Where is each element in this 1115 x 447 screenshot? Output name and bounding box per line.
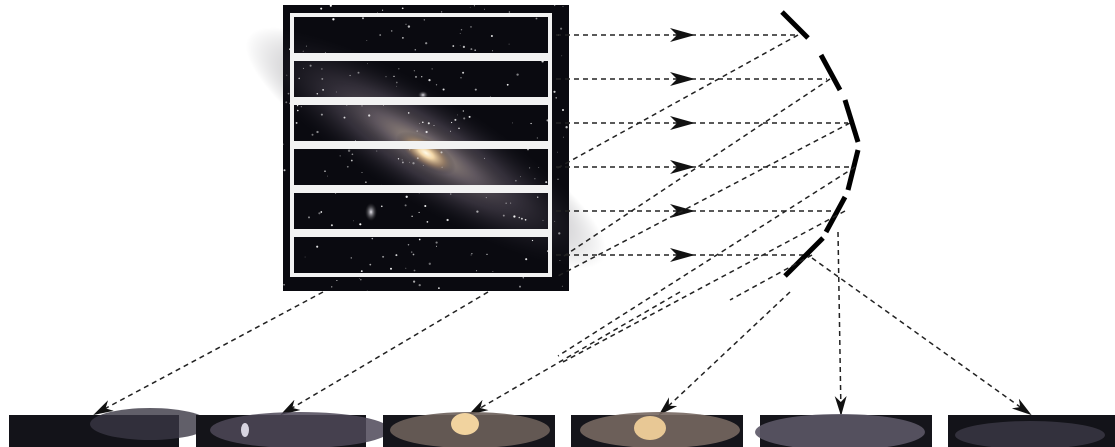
reflected-ray-1 bbox=[554, 35, 798, 170]
mirror-segment-icon bbox=[785, 238, 823, 276]
incoming-ray-arrowheads bbox=[670, 28, 695, 262]
output-arrow-2 bbox=[282, 292, 488, 414]
source-image bbox=[219, 0, 633, 306]
output-arrow-5 bbox=[838, 232, 841, 414]
mirror-segment-icon bbox=[821, 55, 840, 90]
output-arrow-4 bbox=[660, 292, 790, 414]
output-strip-1 bbox=[9, 408, 210, 447]
output-arrow-6 bbox=[812, 258, 1030, 414]
mirror-segment-icon bbox=[845, 100, 858, 142]
reflected-ray-4 bbox=[558, 167, 855, 356]
source-image-slices bbox=[292, 15, 550, 275]
output-strips bbox=[9, 408, 1115, 447]
output-arrow-3 bbox=[470, 292, 680, 414]
output-strip-6 bbox=[948, 415, 1115, 447]
output-strip-2 bbox=[196, 412, 390, 447]
output-strip-5 bbox=[755, 414, 932, 447]
output-strip-3 bbox=[383, 412, 555, 447]
output-arrow-1 bbox=[95, 292, 323, 414]
reflected-ray-5 bbox=[563, 211, 845, 362]
reflected-rays bbox=[554, 35, 855, 362]
mirror-segment-icon bbox=[848, 150, 858, 190]
mirror-segment-icon bbox=[826, 197, 845, 232]
mirror-segment-icon bbox=[782, 12, 808, 38]
segmented-mirror bbox=[782, 12, 858, 276]
incoming-rays bbox=[556, 35, 855, 255]
output-strip-4 bbox=[571, 412, 743, 447]
